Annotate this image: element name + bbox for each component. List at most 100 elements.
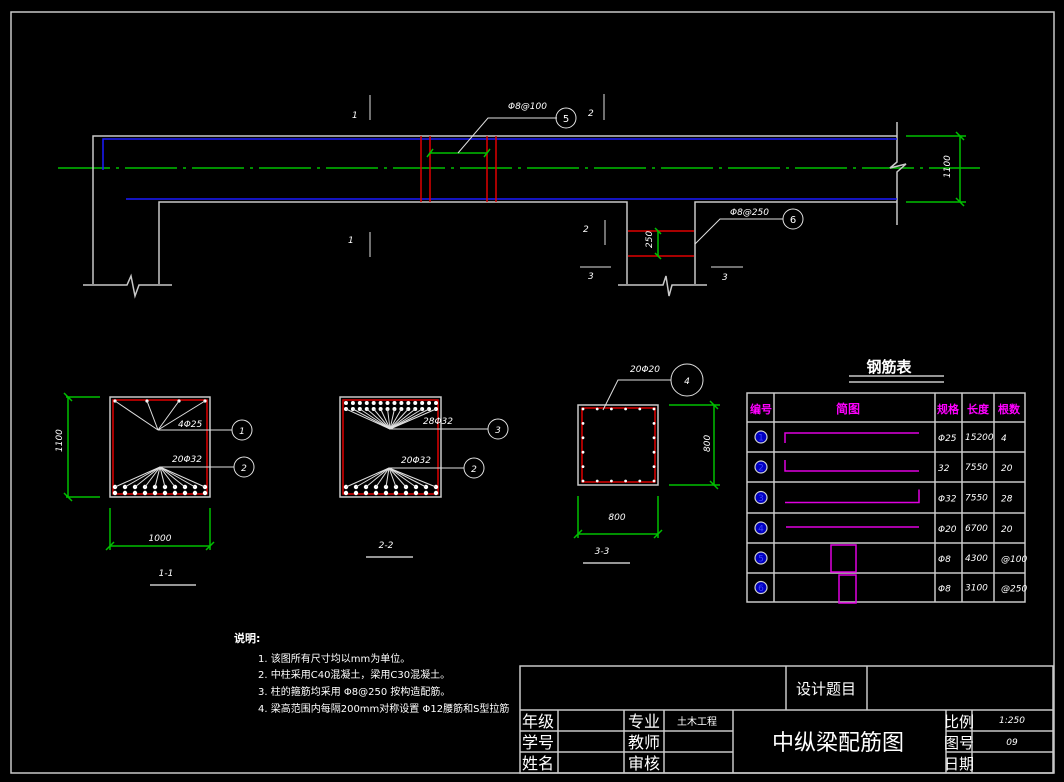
- section-3-3-label: 3-3: [595, 547, 610, 557]
- beam-outline-bottom-right: [694, 201, 897, 284]
- row-number-bubble: [754, 551, 768, 565]
- rebar-dot: [427, 401, 432, 405]
- callout-2-bubble: [233, 456, 255, 478]
- leader-line: [146, 400, 159, 431]
- rebar-dot: [581, 450, 585, 454]
- section-3-right-label: 3: [722, 273, 728, 283]
- row-number: 3: [758, 494, 764, 504]
- callout-2b-bubble: [463, 457, 485, 479]
- callout-4-spec: 20Φ20: [630, 365, 660, 375]
- leader-line: [124, 466, 161, 488]
- section-1-bottom-label: 1: [348, 236, 354, 246]
- callout-2b-spec: 20Φ32: [401, 456, 431, 466]
- dim-tick: [654, 252, 662, 260]
- row-length: 3100: [965, 584, 988, 594]
- header-length: 长度: [967, 402, 990, 416]
- leader-line: [380, 408, 391, 430]
- rebar-dot: [363, 490, 369, 496]
- row-count: @100: [1001, 555, 1027, 565]
- column-stirrup-spacing-value: 250: [645, 231, 655, 248]
- rebar-dot: [406, 401, 411, 405]
- leader-line: [154, 466, 161, 488]
- dim-tick: [63, 492, 73, 502]
- row-spec: Φ8: [938, 585, 951, 595]
- rebar-dot: [652, 479, 656, 483]
- section-1-1-label: 1-1: [159, 569, 174, 579]
- row-number-bubble: [754, 521, 768, 535]
- rebar-dot: [392, 401, 397, 405]
- rebar-dot: [162, 490, 168, 496]
- dim-tick: [709, 480, 719, 490]
- dim-tick: [205, 541, 215, 551]
- header-sketch: 简图: [836, 401, 860, 416]
- rebar-dot: [344, 401, 348, 405]
- section-2-2-outline: [339, 396, 442, 498]
- rebar-dot: [433, 490, 439, 496]
- rebar-dot: [581, 465, 585, 468]
- callout-1-bubble: [231, 419, 253, 441]
- callout-4-leader: [602, 379, 671, 411]
- leader-line: [389, 408, 409, 430]
- callout-5-spec: Φ8@100: [508, 102, 547, 112]
- rebar-dot: [610, 479, 613, 483]
- section-3-left-label: 3: [588, 272, 594, 282]
- leader-line: [114, 400, 159, 431]
- rebar-dot: [112, 490, 118, 496]
- rebar-dot: [413, 401, 418, 405]
- dim-tick: [63, 392, 73, 402]
- rebar-dot: [182, 490, 188, 496]
- rebar-dot: [423, 490, 429, 496]
- leader-line: [352, 408, 391, 430]
- rebar-dot: [122, 490, 128, 496]
- notes: 说明: 1. 该图所有尺寸均以mm为单位。 2. 中柱采用C40混凝土，梁用C3…: [234, 631, 509, 715]
- rebar-sketch: [830, 544, 857, 573]
- rebar-dot: [652, 450, 656, 454]
- note-item-1: 1. 该图所有尺寸均以mm为单位。: [258, 652, 410, 665]
- row-length: 15200: [965, 433, 994, 443]
- row-count: 28: [1001, 495, 1013, 505]
- rebar-dot: [202, 490, 208, 496]
- dim-tick: [955, 197, 965, 207]
- rebar-dot: [652, 407, 656, 411]
- leader-line: [366, 408, 391, 430]
- rebar-dot: [371, 401, 376, 405]
- rebar-dot: [420, 401, 425, 405]
- dim-tick: [573, 529, 583, 539]
- note-item-3: 3. 柱的箍筋均采用 Φ8@250 按构造配筋。: [258, 685, 450, 698]
- rebar-table-frame: [746, 392, 1026, 603]
- callout-5-bubble: [555, 107, 577, 129]
- header-spec: 规格: [937, 402, 960, 416]
- teacher-label: 教师: [628, 733, 660, 752]
- name-label: 姓名: [522, 754, 554, 773]
- row-count: 20: [1001, 525, 1013, 535]
- row-spec: Φ32: [938, 495, 957, 505]
- rebar-sketch: [784, 460, 919, 472]
- leader-line: [388, 467, 417, 488]
- design-topic-label: 设计题目: [796, 680, 856, 698]
- rebar-dot: [353, 490, 359, 496]
- rebar-dot: [610, 407, 613, 411]
- rebar-dot: [172, 490, 178, 496]
- callout-3-bubble: [487, 418, 509, 440]
- leader-line: [157, 400, 206, 431]
- top-longitudinal-rebar: [102, 138, 897, 170]
- section-2-2: 3 28Φ32 2 20Φ32 2-2: [339, 396, 509, 558]
- row-spec: Φ8: [938, 555, 951, 565]
- section-1-top-label: 1: [352, 111, 358, 121]
- rebar-dot: [192, 490, 198, 496]
- row-number-bubble: [754, 490, 768, 505]
- row-number: 4: [758, 525, 764, 535]
- major-label: 专业: [628, 712, 660, 731]
- callout-6-leader: [694, 218, 783, 245]
- leader-line: [144, 466, 161, 488]
- row-number: 1: [758, 434, 764, 444]
- rebar-sketch: [784, 432, 919, 443]
- drawing-title: 中纵梁配筋图: [772, 731, 904, 756]
- rebar-dot: [652, 422, 656, 425]
- section-3-3-height-value: 800: [703, 435, 713, 452]
